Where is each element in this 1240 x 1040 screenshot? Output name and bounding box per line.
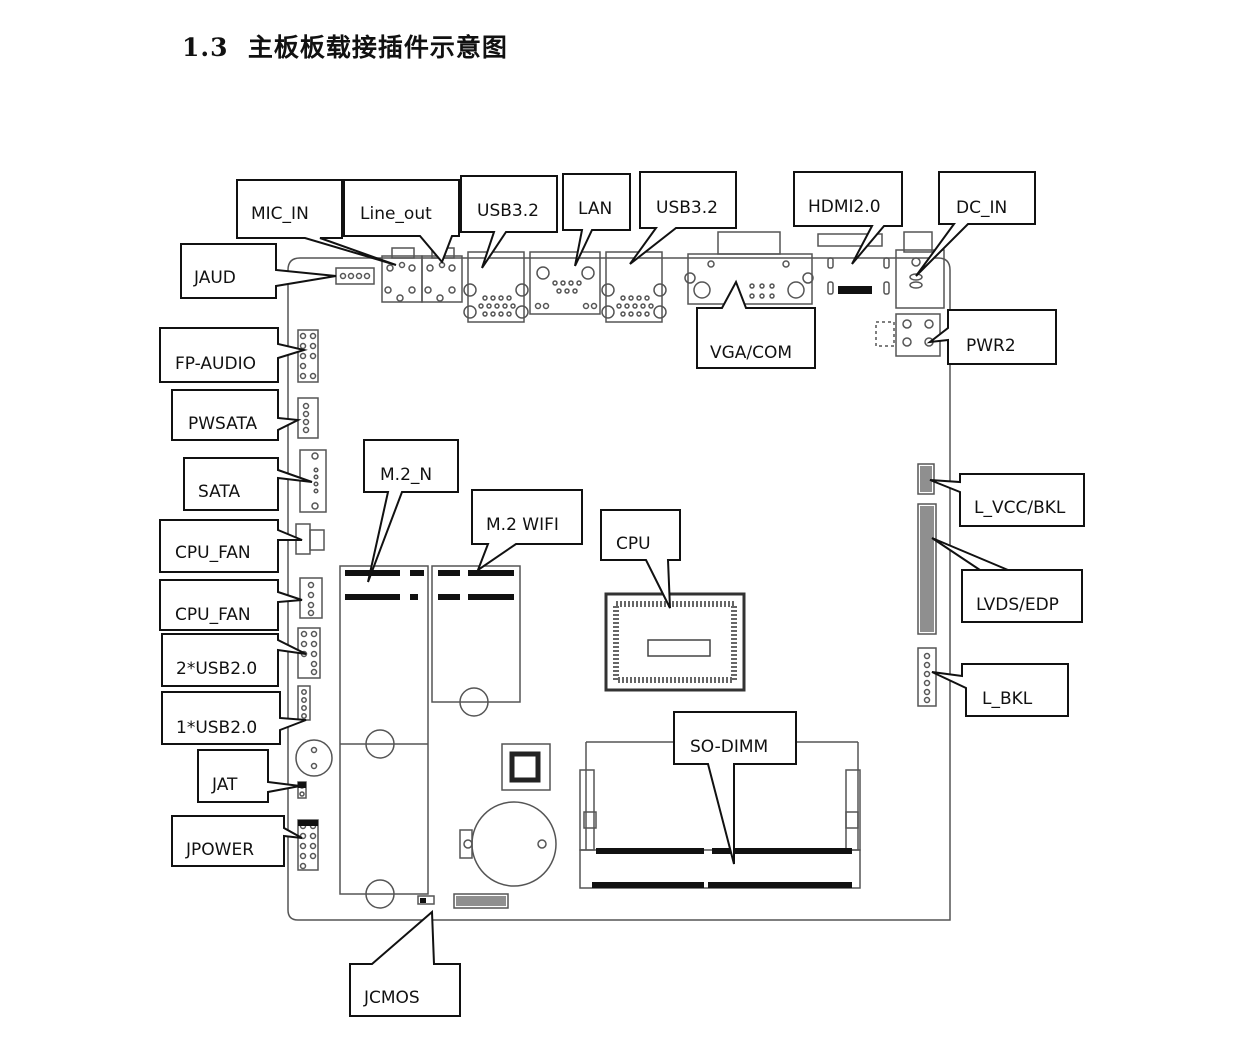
callout-m2-n: M.2_N	[363, 439, 459, 583]
callout-fp-audio: FP-AUDIO	[159, 327, 308, 383]
callout-lvds-edp: LVDS/EDP	[931, 537, 1083, 623]
callout-jaud: JAUD	[180, 243, 337, 299]
label-m2-n: M.2_N	[380, 465, 432, 485]
callout-mic-in: MIC_IN	[236, 179, 397, 266]
label-lvds-edp: LVDS/EDP	[976, 595, 1059, 615]
usb32-port-a	[463, 251, 529, 323]
label-jcmos: JCMOS	[363, 988, 420, 1008]
pwsata-connector	[297, 397, 319, 439]
label-pwsata: PWSATA	[188, 414, 258, 434]
callout-cpu: CPU	[600, 509, 681, 609]
small-chip	[501, 743, 551, 791]
callout-cpu-fan-1: CPU_FAN	[159, 519, 303, 573]
callout-usb32-a: USB3.2	[460, 175, 558, 269]
pwr2-connector	[875, 313, 941, 357]
callout-sata: SATA	[183, 457, 313, 511]
callout-pwsata: PWSATA	[171, 389, 302, 441]
callout-pwr2: PWR2	[926, 309, 1057, 365]
label-hdmi: HDMI2.0	[808, 197, 881, 217]
jaud-connector	[335, 267, 375, 285]
callout-l-bkl: L_BKL	[931, 663, 1069, 717]
label-usb32-a: USB3.2	[477, 201, 539, 221]
label-usb20-2: 2*USB2.0	[176, 659, 257, 679]
label-pwr2: PWR2	[966, 336, 1016, 356]
cmos-battery	[459, 801, 557, 887]
fp-audio-header	[297, 329, 319, 383]
label-usb20-1: 1*USB2.0	[176, 718, 257, 738]
label-l-bkl: L_BKL	[982, 689, 1033, 709]
board-outline	[287, 257, 951, 921]
vga-com-port	[684, 231, 814, 305]
hdmi-port	[817, 233, 890, 295]
bottom-pin-header	[453, 893, 509, 909]
l-vcc-bkl-header	[917, 463, 935, 495]
label-mic-in: MIC_IN	[251, 204, 309, 224]
callout-usb20-2: 2*USB2.0	[161, 633, 307, 687]
callout-jpower: JPOWER	[171, 815, 303, 867]
jpower-header	[297, 819, 319, 871]
callout-usb32-b: USB3.2	[629, 171, 737, 265]
label-fp-audio: FP-AUDIO	[175, 354, 256, 374]
callout-l-vcc-bkl: L_VCC/BKL	[929, 473, 1085, 527]
label-vga-com: VGA/COM	[710, 343, 792, 363]
label-cpu-fan-1: CPU_FAN	[175, 543, 251, 563]
callout-lan: LAN	[562, 173, 631, 267]
section-heading: 1.3 主板板载接插件示意图	[182, 28, 508, 64]
label-jat: JAT	[211, 775, 238, 795]
label-m2-wifi: M.2 WIFI	[486, 515, 559, 535]
mic-in-jack	[381, 247, 423, 303]
usb32-port-b	[601, 251, 667, 323]
label-l-vcc-bkl: L_VCC/BKL	[974, 498, 1066, 518]
label-cpu: CPU	[616, 534, 651, 554]
cpu-socket	[604, 592, 746, 692]
buzzer	[295, 739, 333, 777]
label-cpu-fan-2: CPU_FAN	[175, 605, 251, 625]
lan-port	[529, 251, 601, 315]
callout-dc-in: DC_IN	[915, 171, 1036, 277]
label-sata: SATA	[198, 482, 240, 502]
callout-so-dimm: SO-DIMM	[673, 711, 797, 865]
label-usb32-b: USB3.2	[656, 198, 718, 218]
label-jaud: JAUD	[193, 268, 236, 288]
l-bkl-header	[917, 647, 937, 707]
section-number: 1.3	[182, 33, 229, 62]
dc-in-jack	[895, 231, 945, 309]
usb20-single-header	[297, 685, 311, 721]
label-so-dimm: SO-DIMM	[690, 737, 768, 757]
callout-line-out: Line_out	[343, 179, 460, 264]
label-jpower: JPOWER	[185, 840, 254, 860]
cpu-fan-connector-2	[299, 577, 323, 619]
label-dc-in: DC_IN	[956, 198, 1007, 218]
m2-wifi-slot	[431, 565, 521, 717]
callout-usb20-1: 1*USB2.0	[161, 691, 307, 745]
callout-jcmos: JCMOS	[349, 909, 461, 1017]
lvds-edp-header	[917, 503, 937, 635]
callout-hdmi: HDMI2.0	[793, 171, 903, 265]
callout-m2-wifi: M.2 WIFI	[471, 489, 583, 573]
jcmos-jumper	[417, 895, 435, 905]
callout-cpu-fan-2: CPU_FAN	[159, 579, 303, 631]
callout-jat: JAT	[197, 749, 301, 803]
label-line-out: Line_out	[360, 204, 432, 224]
connector-strips	[298, 286, 934, 906]
callout-vga-com: VGA/COM	[696, 279, 816, 369]
label-lan: LAN	[578, 199, 612, 219]
section-title: 主板板载接插件示意图	[247, 33, 508, 62]
m2-n-slot	[339, 565, 429, 909]
